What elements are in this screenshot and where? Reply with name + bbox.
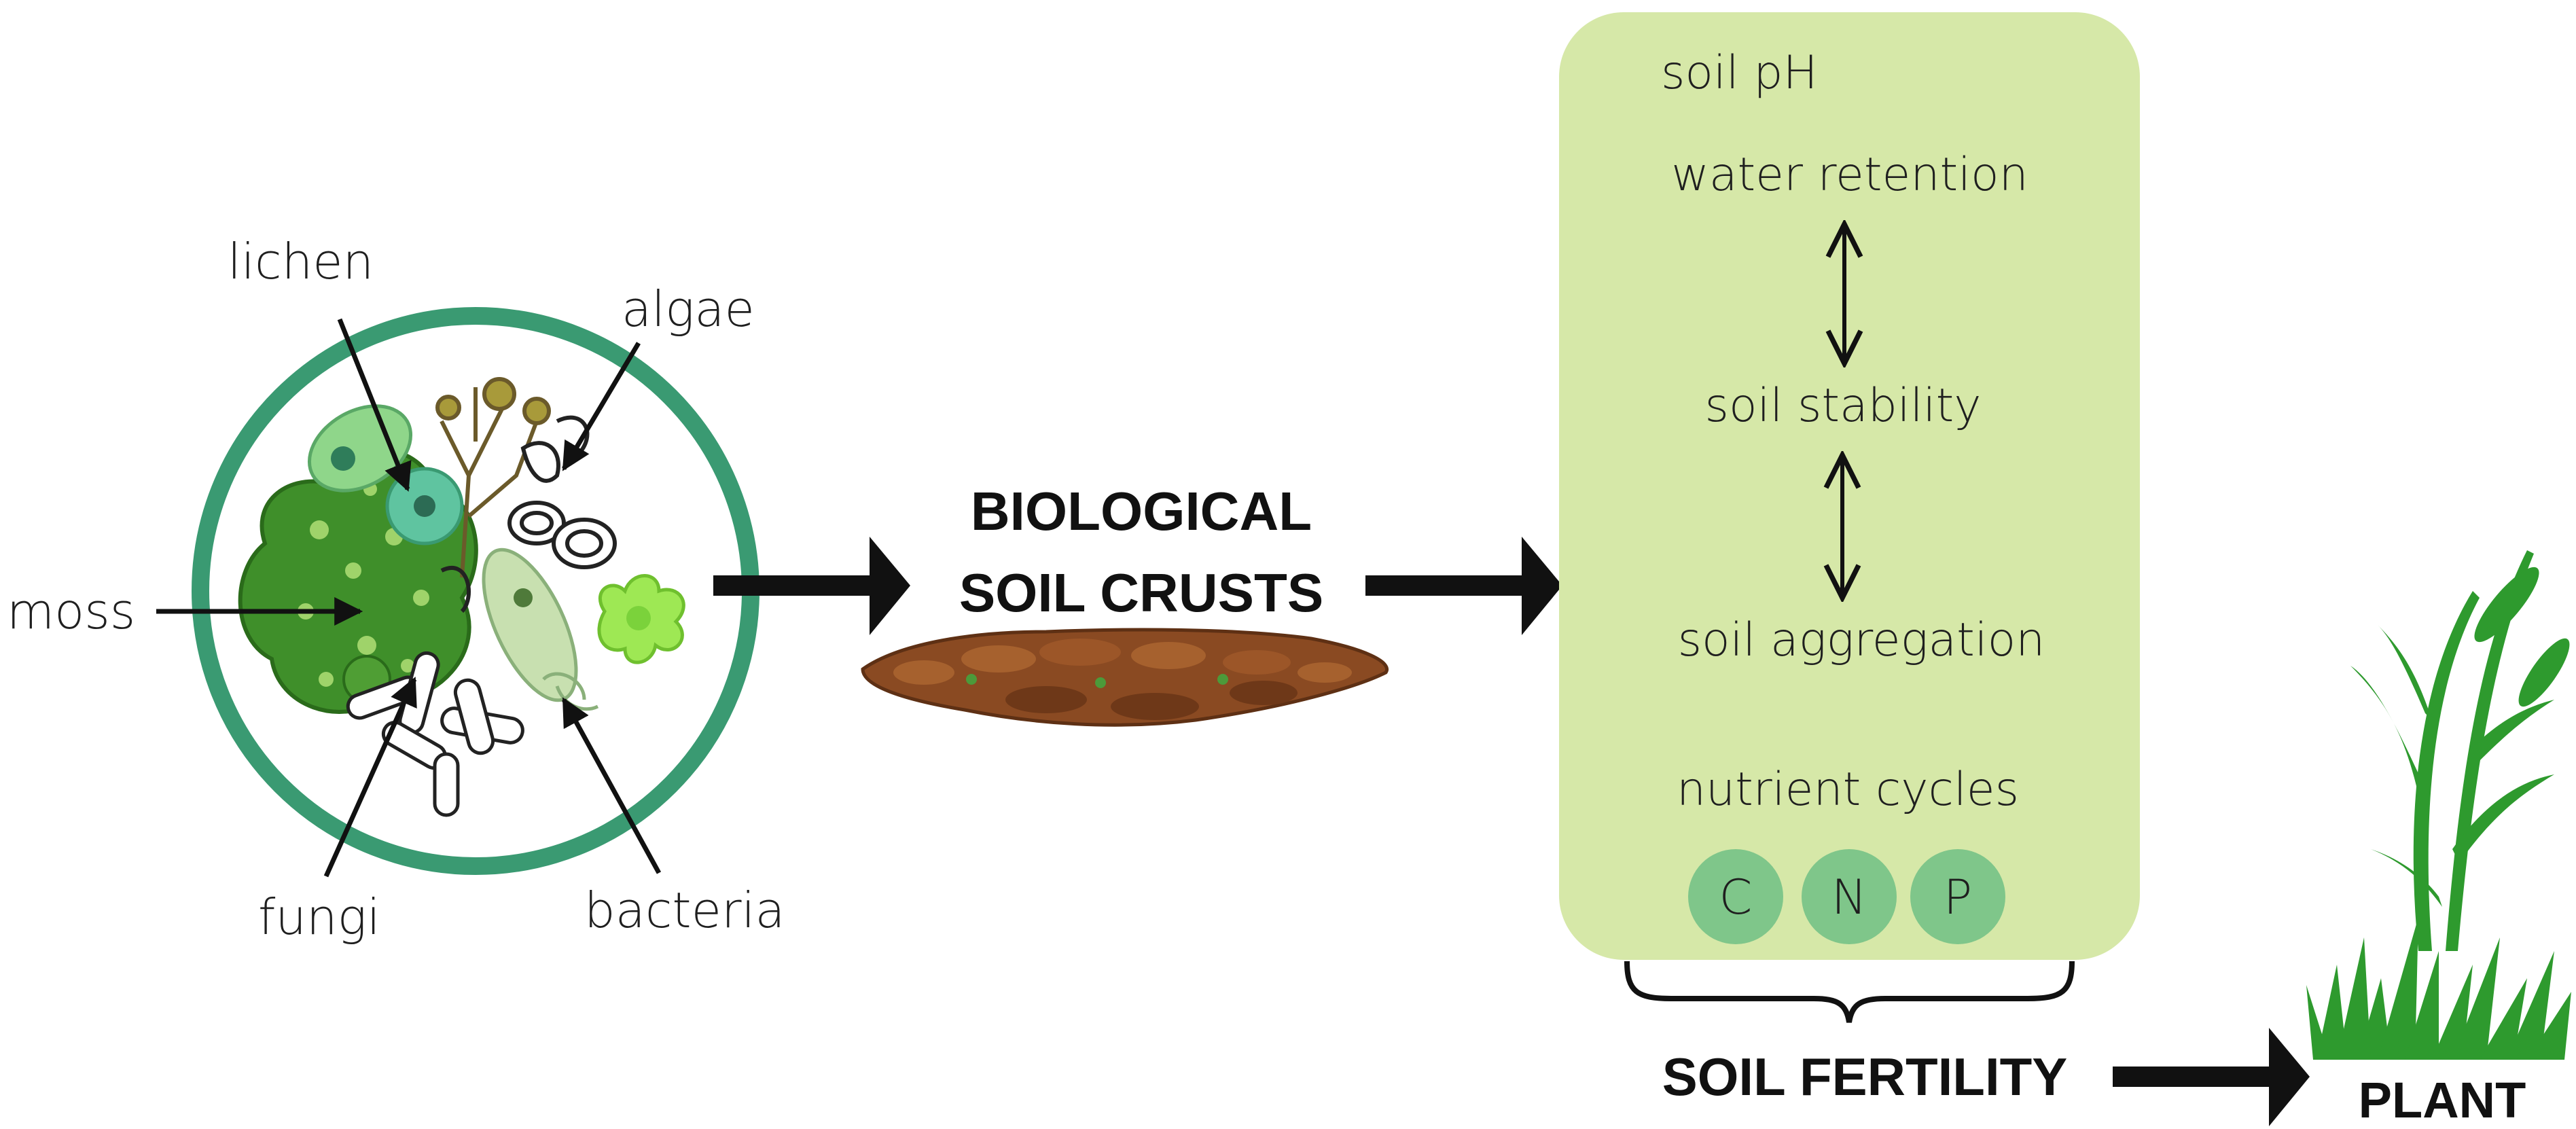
arrow-organisms-to-crusts: [713, 537, 910, 635]
plant-label: PLANT: [2359, 1072, 2526, 1128]
organism-circle: [156, 307, 759, 878]
green-cell-illustration: [597, 574, 685, 664]
carbon-circle: [1688, 849, 1783, 944]
branch-illustration: [435, 377, 551, 578]
phosphorus-label: P: [1944, 870, 1972, 925]
soil-aggregation-label: soil aggregation: [1678, 613, 2045, 667]
fungi-label: fungi: [258, 889, 380, 946]
phosphorus-circle: [1910, 849, 2005, 944]
carbon-label: C: [1719, 870, 1753, 925]
fertility-brace: [1624, 961, 2075, 1023]
nitrogen-label: N: [1831, 870, 1867, 925]
fungi-pointer: [323, 677, 417, 878]
algae-label: algae: [622, 281, 755, 338]
lichen-pointer: [337, 318, 412, 492]
moss-label: moss: [7, 583, 135, 640]
bacteria-label: bacteria: [584, 882, 785, 939]
algae-illustration: [440, 415, 617, 613]
arrow-fertility-to-plant: [2113, 1028, 2310, 1126]
algae-pointer: [561, 342, 641, 471]
crust-label-line1: BIOLOGICAL: [971, 481, 1312, 541]
water-retention-label: water retention: [1671, 148, 2028, 202]
bacteria-pointer: [561, 697, 662, 874]
nutrient-cycles-label: nutrient cycles: [1677, 763, 2019, 817]
soil-stability-label: soil stability: [1705, 379, 1982, 433]
soil-fertility-label: SOIL FERTILITY: [1662, 1047, 2068, 1107]
lichen-label: lichen: [228, 233, 374, 290]
plant-illustration: [2306, 550, 2571, 1060]
soil-ph-label: soil pH: [1661, 46, 1818, 100]
nutrient-element-circles: C N P: [1688, 849, 2005, 944]
pointer-arrows: [156, 318, 662, 878]
arrow-crusts-to-properties: [1365, 537, 1562, 635]
soil-crust-illustration: [861, 628, 1389, 727]
crust-label-line2: SOIL CRUSTS: [959, 562, 1323, 623]
nitrogen-circle: [1802, 849, 1897, 944]
